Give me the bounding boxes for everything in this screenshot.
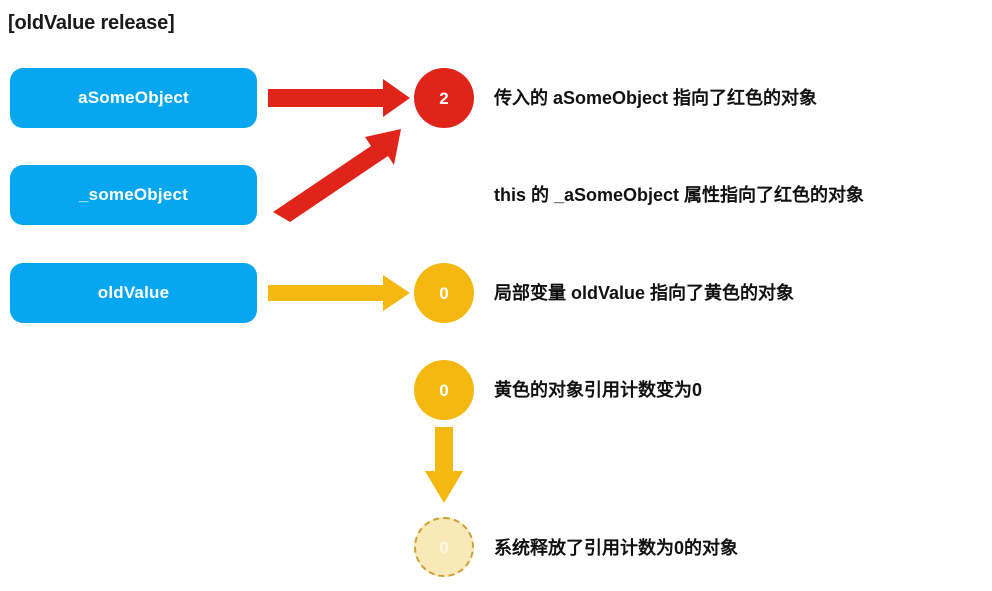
refcount-value: 0 [439, 537, 449, 557]
refcount-circle-yellow[interactable]: 0 [414, 263, 474, 323]
arrow-oldvalue-to-yellow [268, 275, 410, 311]
refcount-value: 2 [439, 88, 449, 108]
annotation-text: this 的 _aSomeObject 属性指向了红色的对象 [494, 185, 865, 205]
refcount-circle-yellow-zero[interactable]: 0 [414, 360, 474, 420]
variable-box-asomeobject[interactable]: aSomeObject [10, 68, 257, 128]
refcount-value: 0 [439, 283, 449, 303]
arrow-yellow-to-freed [425, 427, 463, 503]
annotation-text: 黄色的对象引用计数变为0 [494, 380, 703, 400]
page-title: [oldValue release] [8, 12, 175, 34]
refcount-circle-red[interactable]: 2 [414, 68, 474, 128]
annotation-text: 传入的 aSomeObject 指向了红色的对象 [494, 88, 818, 108]
arrow-asomeobject-to-red [268, 79, 410, 117]
variable-box-label: oldValue [97, 283, 170, 302]
refcount-value: 0 [439, 380, 449, 400]
annotation-text: 局部变量 oldValue 指向了黄色的对象 [494, 283, 795, 303]
refcount-circle-freed[interactable]: 0 [414, 517, 474, 577]
variable-box-oldvalue[interactable]: oldValue [10, 263, 257, 323]
variable-box-label: _someObject [79, 185, 188, 204]
arrow-someobject-to-red [273, 129, 401, 222]
annotation-text: 系统释放了引用计数为0的对象 [494, 538, 739, 558]
variable-box-someobject[interactable]: _someObject [10, 165, 257, 225]
variable-box-label: aSomeObject [78, 88, 189, 107]
